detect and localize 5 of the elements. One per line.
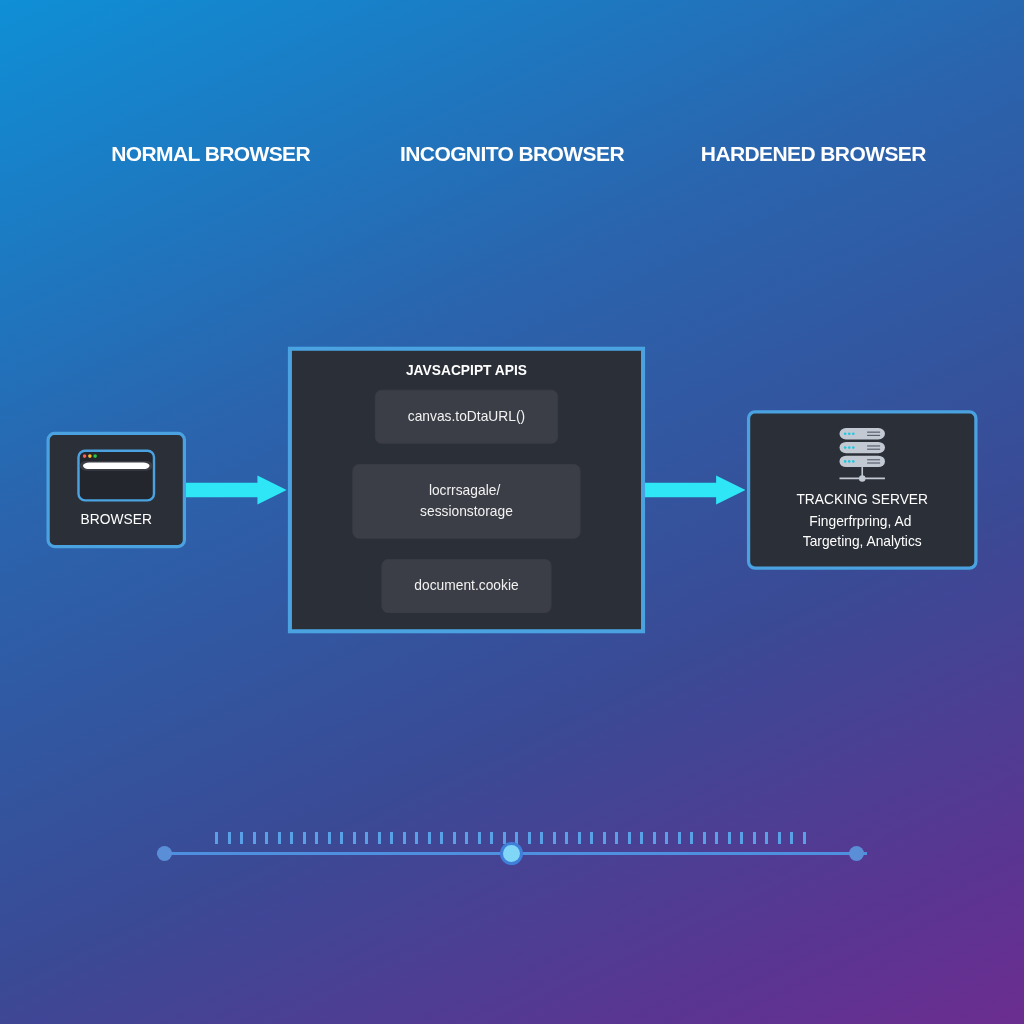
column-heading: INCOGNITO BROWSER <box>400 142 624 166</box>
column-heading: HARDENED BROWSER <box>700 142 926 166</box>
node-box: TRACKING SERVER Fingerfrpring, Ad Targeting, Analytics <box>746 410 978 570</box>
node-box: BROWSER <box>46 431 186 549</box>
column-heading: NORMAL BROWSER <box>111 142 311 166</box>
